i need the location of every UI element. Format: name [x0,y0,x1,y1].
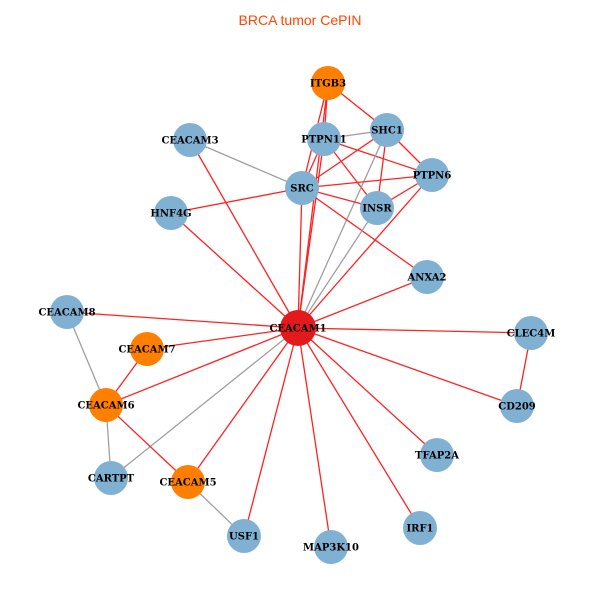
edge-src-ceacam1 [297,187,303,329]
node-label: ANXA2 [406,273,446,284]
node-circle [420,438,454,472]
node-circle [130,332,164,366]
node-itgb3: ITGB3 [310,66,346,100]
edge-ceacam1-irf1 [297,327,421,529]
node-label: CEACAM5 [159,478,216,489]
node-label: PTPN6 [413,171,452,182]
edge-ptpn6-ceacam1 [297,174,433,329]
node-label: CARTPT [88,474,135,485]
node-ceacam8: CEACAM8 [38,295,96,329]
edge-anxa2-ceacam1 [297,276,428,329]
node-label: CLEC4M [507,329,556,340]
edge-src-anxa2 [301,187,428,278]
node-circle [173,123,207,157]
edge-ptpn11-ptpn6 [323,138,433,176]
node-clec4m: CLEC4M [507,316,556,350]
node-hnf4g: HNF4G [150,196,192,230]
node-circle [307,122,341,156]
node-label: CEACAM1 [269,324,326,335]
node-ptpn11: PTPN11 [301,122,347,156]
edge-shc1-src [301,129,388,189]
node-circle [403,511,437,545]
edge-src-hnf4g [170,187,303,214]
node-label: CEACAM6 [77,401,134,412]
node-circle [311,66,345,100]
node-label: TFAP2A [415,451,459,462]
node-circle [280,310,316,346]
node-circle [370,113,404,147]
node-label: CEACAM8 [38,308,95,319]
node-circle [314,530,348,564]
node-insr: INSR [360,191,394,225]
node-tfap2a: TFAP2A [415,438,459,472]
edge-ceacam1-ceacam6 [105,327,299,406]
node-label: SHC1 [371,126,403,137]
node-ceacam3: CEACAM3 [161,123,219,157]
node-ceacam1: CEACAM1 [269,310,327,346]
node-cartpt: CARTPT [88,461,135,495]
node-label: SRC [290,184,314,195]
node-anxa2: ANXA2 [406,260,447,294]
node-label: CEACAM3 [161,136,218,147]
edge-insr-ceacam1 [297,207,378,329]
node-label: PTPN11 [301,135,347,146]
node-circle [415,158,449,192]
node-circle [514,316,548,350]
node-label: INSR [362,204,392,215]
edge-ceacam6-ceacam5 [105,404,189,483]
edge-ceacam1-ceacam8 [66,311,299,329]
node-shc1: SHC1 [370,113,404,147]
edge-shc1-ceacam1 [297,129,388,329]
node-label: ITGB3 [310,79,346,90]
edge-ceacam3-ceacam1 [189,139,299,329]
edge-ceacam1-clec4m [297,327,532,334]
edge-ceacam1-ceacam5 [187,327,299,483]
edge-ceacam1-map3k10 [297,327,332,548]
edge-src-ceacam3 [189,139,303,189]
node-circle [227,519,261,553]
edge-ptpn6-src [301,174,433,189]
node-ceacam6: CEACAM6 [77,388,135,422]
node-circle [360,191,394,225]
node-usf1: USF1 [227,519,261,553]
node-label: USF1 [229,532,259,543]
edge-ceacam1-usf1 [243,327,299,537]
node-circle [154,196,188,230]
node-circle [171,465,205,499]
edge-hnf4g-ceacam1 [170,212,299,329]
node-label: CD209 [498,402,536,413]
edge-ceacam1-ceacam7 [146,327,299,350]
diagram-title: BRCA tumor CePIN [238,12,362,28]
node-src: SRC [285,171,319,205]
edge-ceacam1-tfap2a [297,327,438,456]
edge-ceacam1-cartpt [110,327,299,479]
node-label: CEACAM7 [118,345,175,356]
node-ceacam5: CEACAM5 [159,465,217,499]
edge-ceacam1-cd209 [297,327,518,407]
node-ptpn6: PTPN6 [413,158,452,192]
node-circle [94,461,128,495]
node-ceacam7: CEACAM7 [118,332,176,366]
node-map3k10: MAP3K10 [303,530,359,564]
node-circle [50,295,84,329]
node-circle [500,389,534,423]
node-label: MAP3K10 [303,543,359,554]
node-label: IRF1 [406,524,433,535]
node-label: HNF4G [150,209,191,220]
node-circle [89,388,123,422]
node-irf1: IRF1 [403,511,437,545]
node-circle [410,260,444,294]
edge-ptpn11-ceacam1 [297,138,325,329]
node-cd209: CD209 [498,389,536,423]
node-circle [285,171,319,205]
